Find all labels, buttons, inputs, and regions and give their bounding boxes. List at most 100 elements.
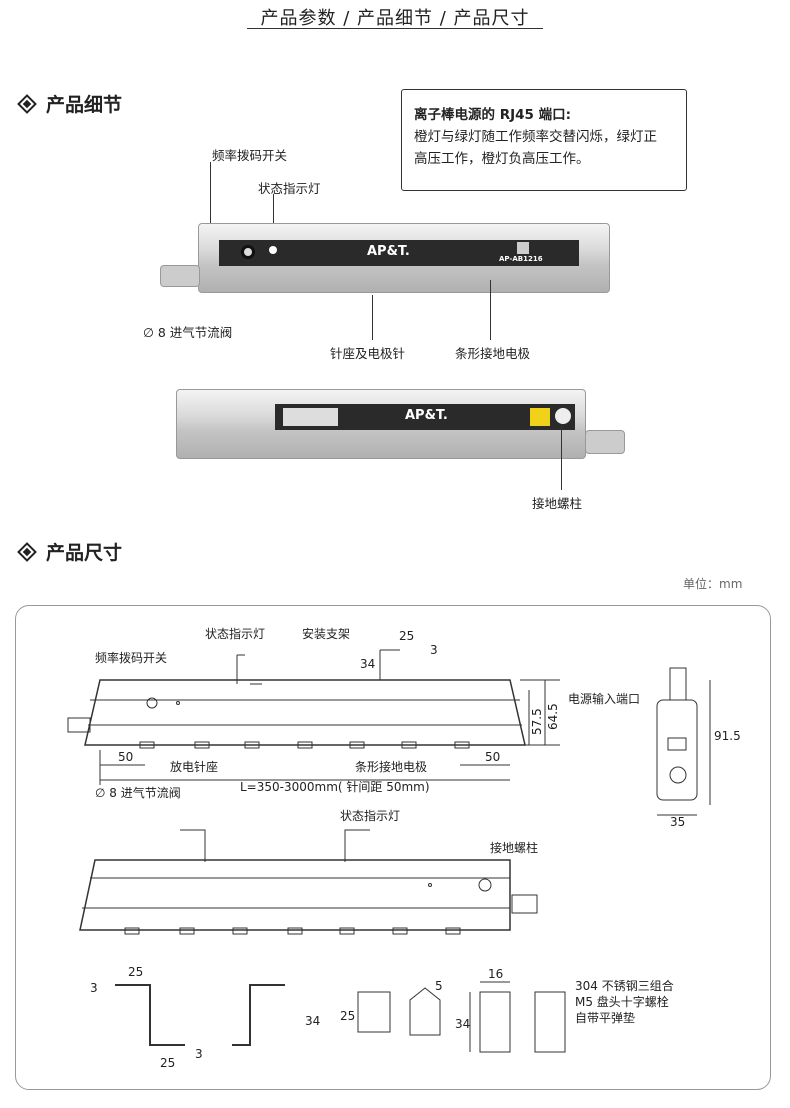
drawing-line <box>445 927 461 935</box>
drawing-line <box>409 987 441 1036</box>
dimension-label: 自带平弹垫 <box>575 1010 635 1025</box>
hazard-label <box>530 408 550 426</box>
status-light-icon <box>269 246 277 254</box>
dimension-label: 状态指示灯 <box>340 808 400 823</box>
leader-line <box>561 425 562 490</box>
dimension-label: 25 <box>340 1009 355 1023</box>
dimension-label: 35 <box>670 815 685 829</box>
dimension-label: 25 <box>160 1056 175 1070</box>
needle-seats <box>139 741 470 749</box>
drawing-line <box>287 927 303 935</box>
page-header: 产品参数 / 产品细节 / 产品尺寸 <box>260 8 530 29</box>
drawing-line <box>534 991 566 1053</box>
qr-code-icon <box>517 242 529 254</box>
dimension-label: 34 <box>305 1014 320 1028</box>
ion-bar-front: AP&T. AP-AB1216 <box>198 223 610 293</box>
dimension-label: 接地螺柱 <box>490 840 538 855</box>
dimension-label: 64.5 <box>546 703 560 730</box>
leader-line <box>490 280 491 340</box>
rj45-callout: 离子棒电源的 RJ45 端口: 橙灯与绿灯随工作频率交替闪烁，绿灯正 高压工作，… <box>401 89 687 191</box>
dimension-label: 34 <box>360 657 375 671</box>
dimension-label: 状态指示灯 <box>205 626 265 641</box>
section-dimensions-title: 产品尺寸 <box>17 538 122 565</box>
drawing-line <box>669 667 687 701</box>
dimension-label: 34 <box>455 1017 470 1031</box>
unit-label: 单位：mm <box>683 577 743 591</box>
dimension-label: 5 <box>435 979 443 993</box>
dimension-label: 电源输入端口 <box>568 691 640 706</box>
drawing-line <box>379 649 400 680</box>
drawing-line <box>357 991 391 1033</box>
label-air-valve: ∅ 8 进气节流阀 <box>143 325 233 340</box>
dimension-label: 25 <box>399 629 414 643</box>
leader-line <box>273 194 274 244</box>
drawing-line <box>392 927 408 935</box>
drawing-line <box>478 878 492 892</box>
section-details-title: 产品细节 <box>17 90 122 117</box>
drawing-line <box>244 741 260 749</box>
leader-line <box>372 295 373 340</box>
drawing-line <box>67 717 91 733</box>
dimension-label: 50 <box>485 750 500 764</box>
drawing-line <box>236 654 262 685</box>
dimension-label: 3 <box>90 981 98 995</box>
drawing-line <box>180 829 206 862</box>
drawing-line <box>124 927 140 935</box>
back-bar-outline <box>79 859 511 931</box>
drawing-line <box>669 766 687 784</box>
model-number: AP-AB1216 <box>499 255 543 263</box>
drawing-line <box>428 883 432 887</box>
drawing-line <box>479 991 511 1053</box>
brand-logo: AP&T. <box>405 408 448 423</box>
dimension-label: 91.5 <box>714 729 741 743</box>
drawing-line: 状态指示灯 安装支架 25 3 34 频率拨码开关 57.5 64.5 50 5… <box>90 626 741 1070</box>
drawing-line <box>297 741 313 749</box>
label-dip-switch: 频率拨码开关 <box>212 148 288 163</box>
drawing-line <box>401 741 417 749</box>
drawing-line <box>179 927 195 935</box>
dimension-label: 条形接地电极 <box>355 759 427 774</box>
air-valve <box>585 430 625 454</box>
front-bar-outline <box>84 679 526 746</box>
drawing-line <box>176 701 180 705</box>
air-valve <box>160 265 200 287</box>
drawing-line <box>232 984 285 1046</box>
dimension-label: ∅ 8 进气节流阀 <box>95 785 181 800</box>
drawing-line <box>139 741 155 749</box>
header-underline <box>247 28 543 29</box>
ground-stud-icon <box>555 408 571 424</box>
dimension-label: 25 <box>128 965 143 979</box>
drawing-line <box>115 984 185 1046</box>
dimension-label: 安装支架 <box>302 626 350 641</box>
label-ground-electrode: 条形接地电极 <box>455 346 531 361</box>
dimension-label: 3 <box>430 643 438 657</box>
dimension-label: 放电针座 <box>170 759 218 774</box>
dip-switch-icon <box>241 245 255 259</box>
drawing-line <box>344 829 370 862</box>
label-ground-stud: 接地螺柱 <box>532 496 583 511</box>
label-status-light: 状态指示灯 <box>258 181 321 196</box>
warning-label <box>283 408 338 426</box>
label-needle-seat: 针座及电极针 <box>330 346 406 361</box>
drawing-line <box>454 741 470 749</box>
ion-bar-back: AP&T. <box>176 389 586 459</box>
drawing-line <box>511 894 538 914</box>
dimension-label: 16 <box>488 967 503 981</box>
drawing-line <box>349 741 365 749</box>
drawing-line <box>146 697 158 709</box>
dimension-label: L=350-3000mm( 针间距 50mm) <box>240 779 430 794</box>
dimension-label: 304 不锈钢三组合 <box>575 978 674 993</box>
dimension-label: 3 <box>195 1047 203 1061</box>
back-needle-seats <box>124 927 461 935</box>
drawing-line <box>232 927 248 935</box>
brand-logo: AP&T. <box>367 244 410 259</box>
back-panel: AP&T. <box>275 404 575 430</box>
drawing-line <box>194 741 210 749</box>
dimension-label: 50 <box>118 750 133 764</box>
dimension-label: 频率拨码开关 <box>95 650 167 665</box>
dimension-label: 57.5 <box>530 708 544 735</box>
drawing-line <box>667 737 687 751</box>
leader-line <box>210 162 211 242</box>
dimension-label: M5 盘头十字螺栓 <box>575 994 669 1009</box>
